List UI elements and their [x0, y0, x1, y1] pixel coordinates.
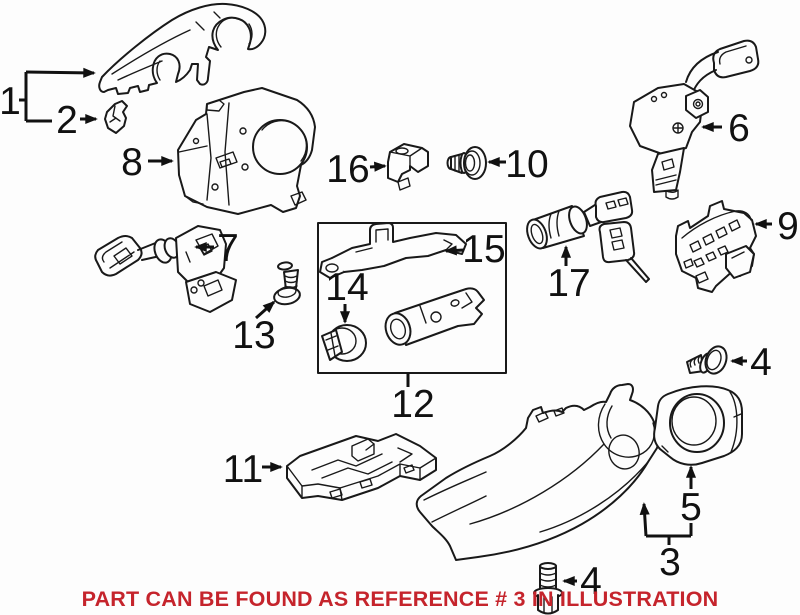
part-3-lower-column-cover-drawing [415, 383, 660, 561]
part-6-lever-arm-drawing [629, 39, 760, 200]
callout-1: 1 [0, 67, 96, 123]
callout-9: 9 [754, 205, 799, 248]
callout-13: 13 [232, 300, 276, 357]
callout-14: 14 [325, 266, 369, 324]
callout-17: 17 [547, 245, 591, 305]
callout-10: 10 [487, 143, 549, 186]
part-12-cylinder-housing-drawing [384, 287, 485, 346]
callout-2: 2 [56, 99, 98, 142]
callout-12: 12 [391, 373, 435, 426]
part-16-bracket-drawing [387, 143, 429, 191]
part-5-bezel-drawing [653, 385, 743, 466]
label-1: 1 [0, 80, 21, 123]
label-13: 13 [232, 314, 275, 357]
callout-3: 3 [639, 502, 693, 584]
caption-text: PART CAN BE FOUND AS REFERENCE # 3 IN IL… [82, 587, 719, 611]
label-12: 12 [391, 383, 434, 426]
callout-16: 16 [326, 148, 387, 191]
part-11-module-drawing [286, 433, 437, 501]
label-4-bottom: 4 [580, 560, 602, 603]
callout-4-bottom: 4 [562, 560, 602, 603]
callout-11: 11 [223, 448, 283, 491]
label-2: 2 [56, 99, 78, 142]
label-11: 11 [223, 448, 264, 491]
label-16: 16 [326, 148, 369, 191]
label-8: 8 [121, 141, 143, 184]
part-8-switch-housing-drawing [177, 87, 316, 215]
label-3: 3 [659, 541, 681, 584]
callout-15: 15 [444, 228, 506, 271]
label-9: 9 [777, 205, 799, 248]
part-13-screw-drawing [273, 261, 301, 306]
label-6: 6 [728, 107, 750, 150]
part-10-fastener-drawing [446, 146, 487, 180]
callout-4-top: 4 [730, 341, 772, 384]
part-12-kit-box [317, 222, 507, 374]
label-4-top: 4 [750, 341, 772, 384]
part-1-upper-column-cover-drawing [98, 2, 267, 95]
label-14: 14 [325, 266, 368, 309]
label-17: 17 [547, 262, 590, 305]
label-10: 10 [505, 143, 548, 186]
part-4-bolt-bottom-drawing [533, 562, 563, 615]
label-15: 15 [462, 228, 505, 271]
callout-8: 8 [121, 141, 174, 184]
part-14-lock-cap-drawing [321, 324, 367, 362]
label-7: 7 [217, 227, 239, 270]
part-2-clip-drawing [104, 100, 128, 134]
callout-5: 5 [680, 465, 702, 529]
callout-7: 7 [194, 227, 239, 270]
part-9-control-module-drawing [675, 200, 757, 293]
part-4-screw-top-drawing [686, 345, 728, 375]
callout-6: 6 [701, 107, 750, 150]
part-7-turn-signal-lever-drawing [94, 225, 237, 313]
part-17-ignition-cylinder-drawing [526, 190, 650, 283]
part-15-kit-bracket-drawing [319, 222, 467, 279]
label-5: 5 [680, 486, 702, 529]
